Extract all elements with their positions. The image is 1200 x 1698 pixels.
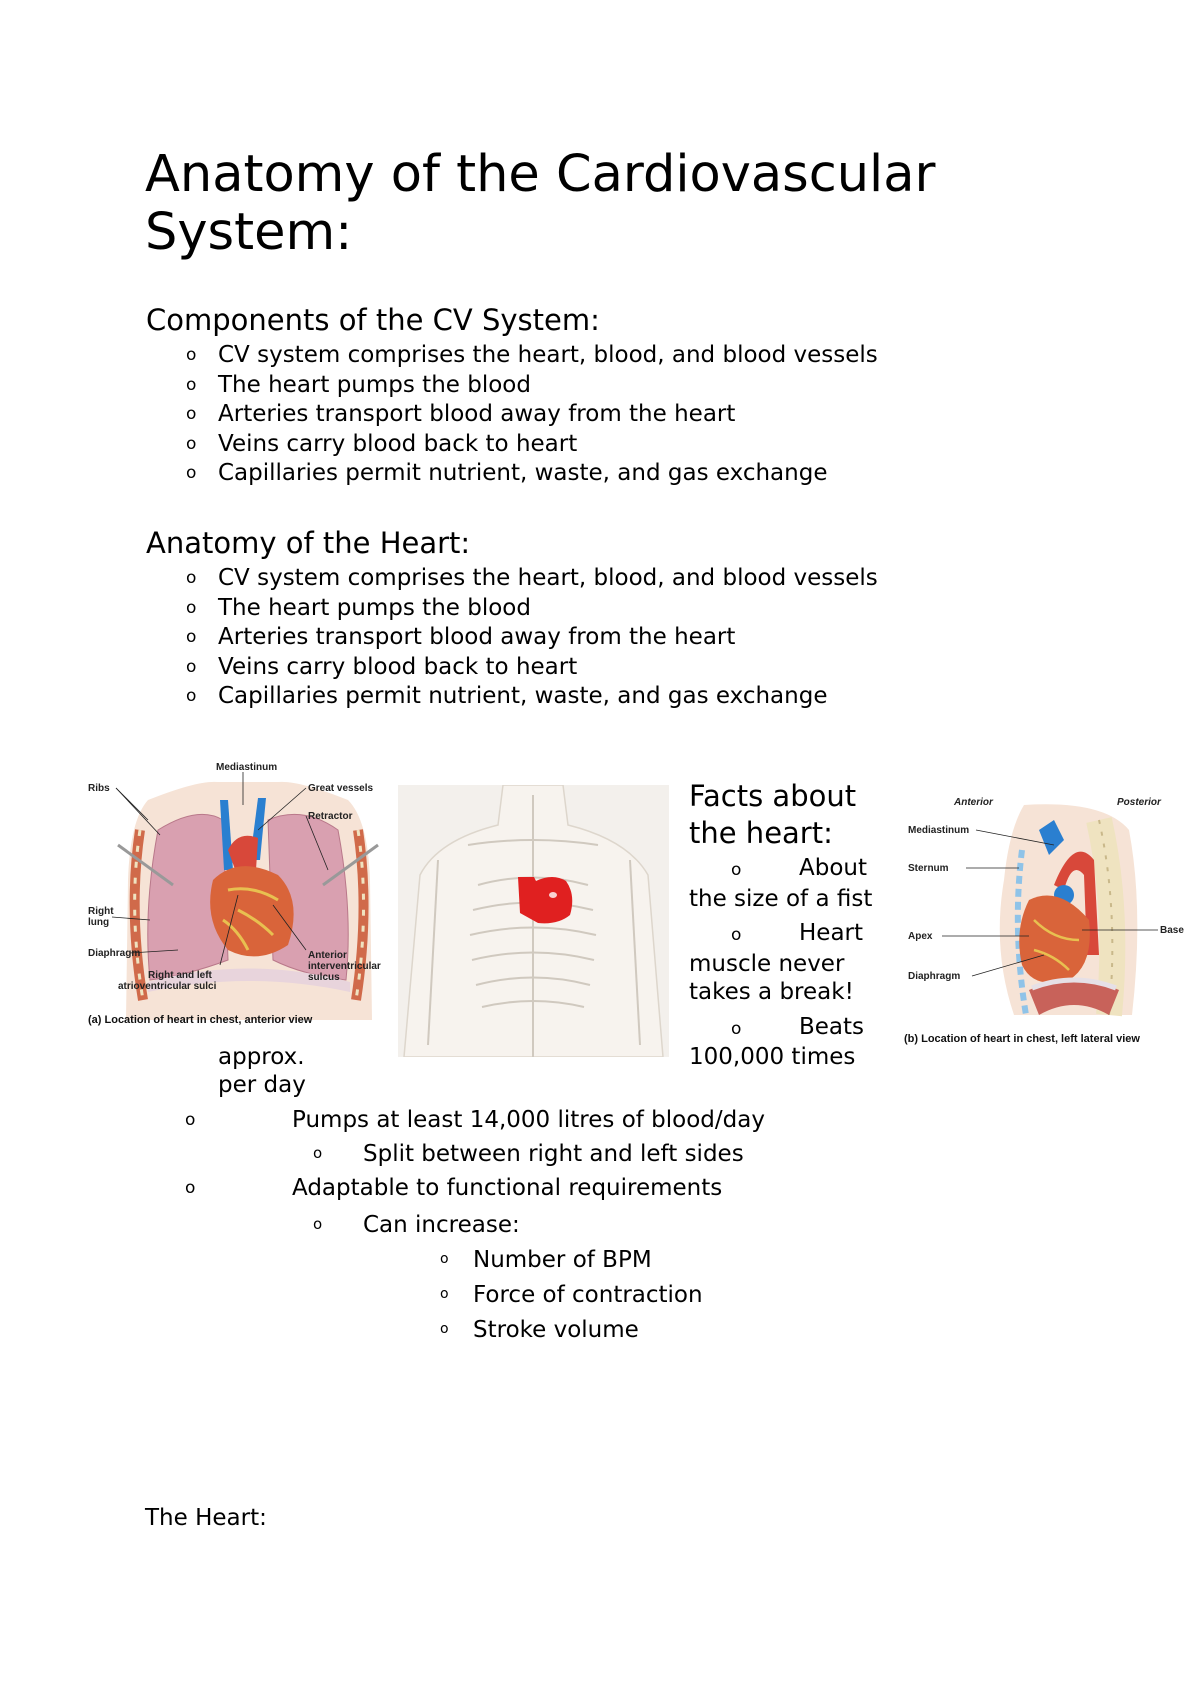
label-diaphragm: Diaphragm <box>88 948 140 959</box>
skeleton-heart-illustration <box>403 785 664 1057</box>
page-title-line-2: System: <box>145 203 353 262</box>
the-heart-heading: The Heart: <box>145 1505 267 1531</box>
bullet-circle-icon: o <box>186 374 197 395</box>
label-mediastinum: Mediastinum <box>908 825 969 836</box>
label-ribs: Ribs <box>88 783 110 794</box>
bullet-circle-icon: o <box>186 627 197 647</box>
fact-continuation-2: per day <box>218 1072 306 1098</box>
heart-anterior-illustration: Mediastinum Ribs Great vessels Retractor… <box>88 762 381 1026</box>
figure-b-caption: (b) Location of heart in chest, left lat… <box>904 1033 1140 1045</box>
heart-anatomy-heading: Anatomy of the Heart: <box>146 526 471 560</box>
bullet-circle-icon: o <box>440 1321 449 1337</box>
bullet-circle-icon: o <box>731 1018 742 1039</box>
bullet-circle-icon: o <box>186 463 197 483</box>
figure-lateral-view: Anterior Posterior Mediastinum Sternum B… <box>904 790 1200 1060</box>
fact-can-increase: Can increase: <box>363 1212 520 1238</box>
svg-text:atrioventricular sulci: atrioventricular sulci <box>118 981 217 992</box>
bullet-circle-icon: o <box>313 1144 323 1162</box>
page-title-line-1: Anatomy of the Cardiovascular <box>145 145 936 204</box>
label-diaphragm: Diaphragm <box>908 971 960 982</box>
page-title: Anatomy of the Cardiovascular System: <box>145 146 935 262</box>
bullet-circle-icon: o <box>186 686 197 706</box>
figure-a-caption: (a) Location of heart in chest, anterior… <box>88 1014 313 1026</box>
fact-pumps: Pumps at least 14,000 litres of blood/da… <box>292 1107 765 1133</box>
fact-adaptable: Adaptable to functional requirements <box>292 1175 723 1201</box>
bullet-circle-icon: o <box>731 860 742 880</box>
label-anterior: Anterior <box>953 797 994 808</box>
bullet-circle-icon: o <box>186 345 197 365</box>
label-retractor: Retractor <box>308 811 353 822</box>
increase-item-bpm: Number of BPM <box>473 1247 652 1273</box>
bullet-circle-icon: o <box>186 656 197 677</box>
increase-item-stroke-volume: Stroke volume <box>473 1317 639 1343</box>
label-base: Base <box>1160 925 1184 936</box>
facts-heading-line-2: the heart: <box>689 816 833 850</box>
bullet-circle-icon: o <box>731 925 742 945</box>
label-sternum: Sternum <box>908 863 949 874</box>
label-av-sulci: Right and left <box>148 970 213 981</box>
label-mediastinum: Mediastinum <box>216 762 277 773</box>
label-posterior: Posterior <box>1117 797 1162 808</box>
svg-text:interventricular: interventricular <box>308 961 381 972</box>
bullet-circle-icon: o <box>186 568 197 588</box>
label-right-lung: Right <box>88 906 114 917</box>
fact-continuation-1: approx. <box>218 1044 305 1070</box>
bullet-circle-icon: o <box>440 1251 449 1267</box>
components-heading: Components of the CV System: <box>146 303 600 337</box>
bullet-circle-icon: o <box>185 1178 196 1198</box>
facts-heading-line-1: Facts about <box>689 779 857 813</box>
bullet-circle-icon: o <box>440 1286 449 1302</box>
svg-text:lung: lung <box>88 917 109 928</box>
fact-split: Split between right and left sides <box>363 1141 744 1167</box>
bullet-circle-icon: o <box>313 1215 323 1233</box>
label-apex: Apex <box>908 931 933 942</box>
increase-item-force: Force of contraction <box>473 1282 703 1308</box>
figure-anterior-view: Mediastinum Ribs Great vessels Retractor… <box>88 760 400 1040</box>
svg-text:sulcus: sulcus <box>308 972 340 983</box>
bullet-circle-icon: o <box>186 597 197 618</box>
label-great-vessels: Great vessels <box>308 783 373 794</box>
bullet-circle-icon: o <box>185 1110 196 1130</box>
bullet-circle-icon: o <box>186 433 197 454</box>
figure-skeleton-heart <box>398 785 669 1057</box>
heart-lateral-illustration: Anterior Posterior Mediastinum Sternum B… <box>904 797 1184 1045</box>
label-anterior-interventricular-sulcus: Anterior <box>308 950 347 961</box>
bullet-circle-icon: o <box>186 404 197 424</box>
